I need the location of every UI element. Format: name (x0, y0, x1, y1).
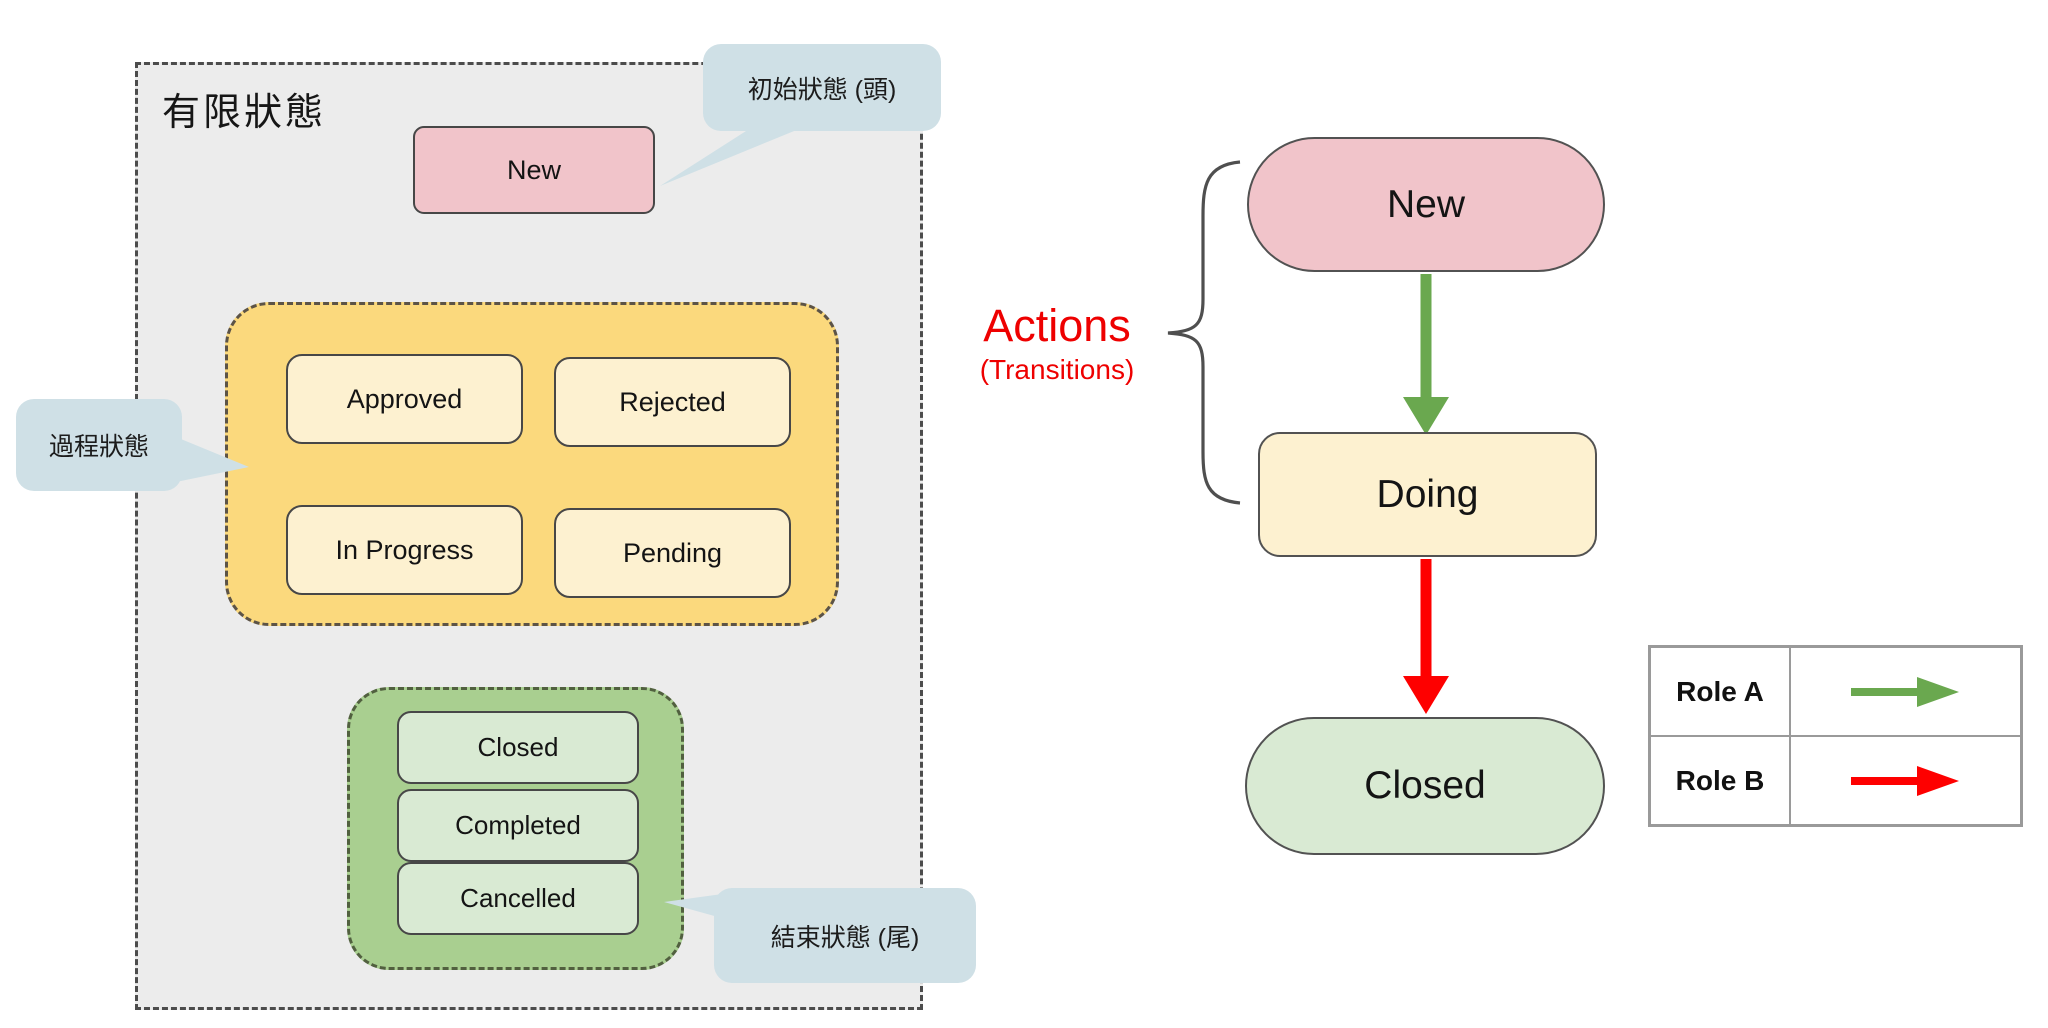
curly-brace-icon (1167, 160, 1241, 505)
callout-initial-tail (660, 120, 821, 186)
panel-title: 有限狀態 (162, 92, 327, 134)
flow-node-closed: Closed (1245, 717, 1605, 855)
state-completed-box: Completed (397, 789, 639, 862)
state-cancelled-box: Cancelled (397, 862, 639, 935)
actions-annotation: Actions (Transitions) (938, 301, 1176, 385)
role-b-label: Role B (1675, 764, 1765, 796)
role-a-green-arrow-icon (1850, 676, 1959, 707)
state-new-box: New (413, 126, 655, 214)
flow-node-doing: Doing (1258, 432, 1597, 557)
state-rejected-box: Rejected (554, 357, 791, 447)
state-in-progress-box: In Progress (286, 505, 523, 595)
actions-annotation-title: Actions (983, 300, 1131, 351)
role-b-red-arrow-icon (1850, 765, 1959, 796)
callout-process-state: 過程狀態 (16, 399, 182, 491)
state-closed-box: Closed (397, 711, 639, 784)
actions-annotation-subtitle: (Transitions) (979, 353, 1135, 385)
legend-row-b-arrow-cell (1790, 736, 2021, 825)
callout-final-state: 結束狀態 (尾) (714, 888, 976, 983)
legend-row-a-arrow-cell (1790, 647, 2021, 736)
roles-legend-table: Role A Role B (1648, 645, 2023, 827)
green-arrow-icon (1403, 274, 1449, 435)
callout-initial-state: 初始狀態 (頭) (703, 44, 941, 131)
legend-row-b-label-cell: Role B (1650, 736, 1790, 825)
red-arrow-icon (1403, 559, 1449, 714)
legend-row-a-label-cell: Role A (1650, 647, 1790, 736)
callout-process-tail (176, 437, 249, 482)
flow-node-new: New (1247, 137, 1605, 272)
state-approved-box: Approved (286, 354, 523, 444)
role-a-label: Role A (1676, 675, 1764, 707)
finite-states-panel: 有限狀態 New Approved Rejected In Progress P… (135, 62, 923, 1010)
state-pending-box: Pending (554, 508, 791, 598)
